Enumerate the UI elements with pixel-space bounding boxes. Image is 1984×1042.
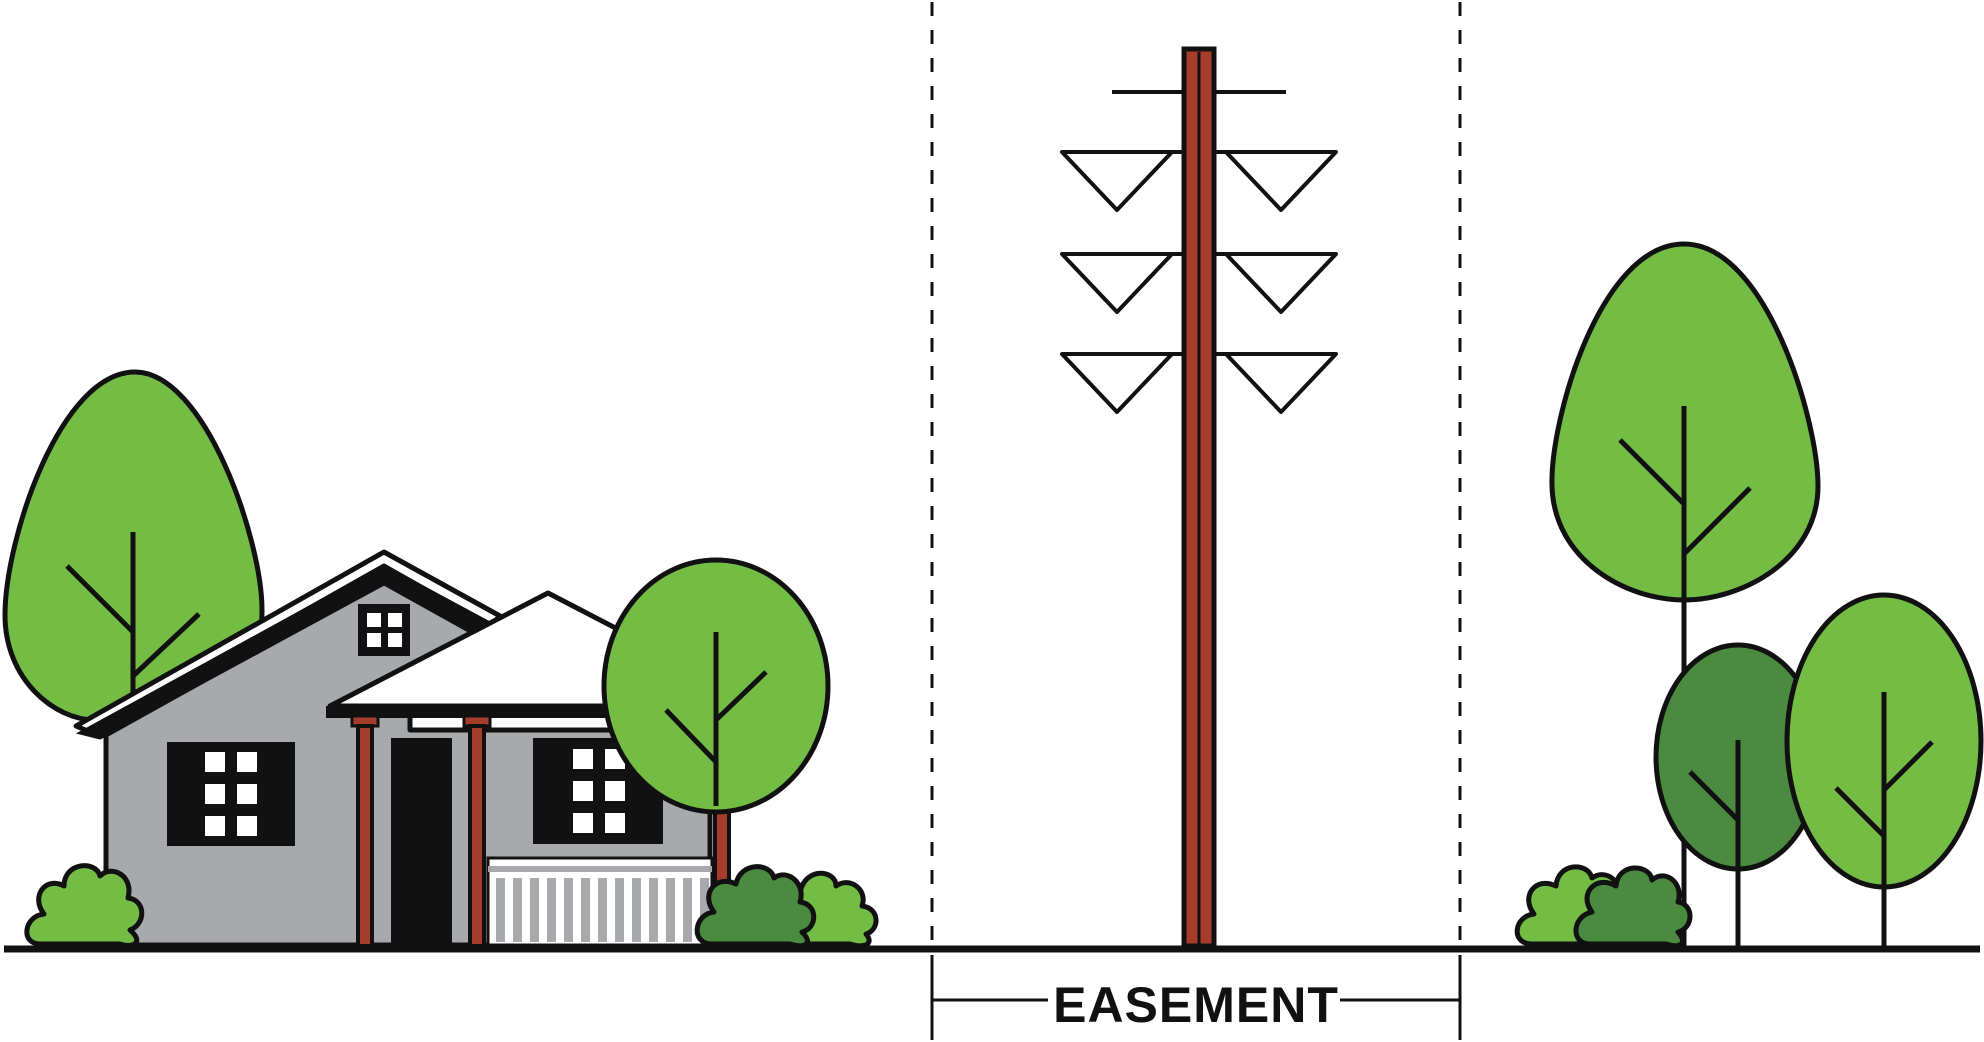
right-dark-tree-icon <box>1653 642 1823 946</box>
door-icon <box>391 738 452 945</box>
easement-dimension: EASEMENT <box>930 955 1462 1040</box>
insulator-arm-upper <box>1060 150 1338 212</box>
gable-window-icon <box>358 604 410 656</box>
shrub-icon <box>1573 865 1693 949</box>
left-window-icon <box>167 742 295 846</box>
utility-pole-icon <box>1060 46 1338 949</box>
porch-railing-icon <box>486 856 714 947</box>
shrub-icon <box>694 864 817 949</box>
right-front-tree-icon <box>1784 592 1984 946</box>
house-icon <box>73 549 716 948</box>
easement-label: EASEMENT <box>1053 977 1339 1033</box>
shrub-icon <box>24 863 145 948</box>
